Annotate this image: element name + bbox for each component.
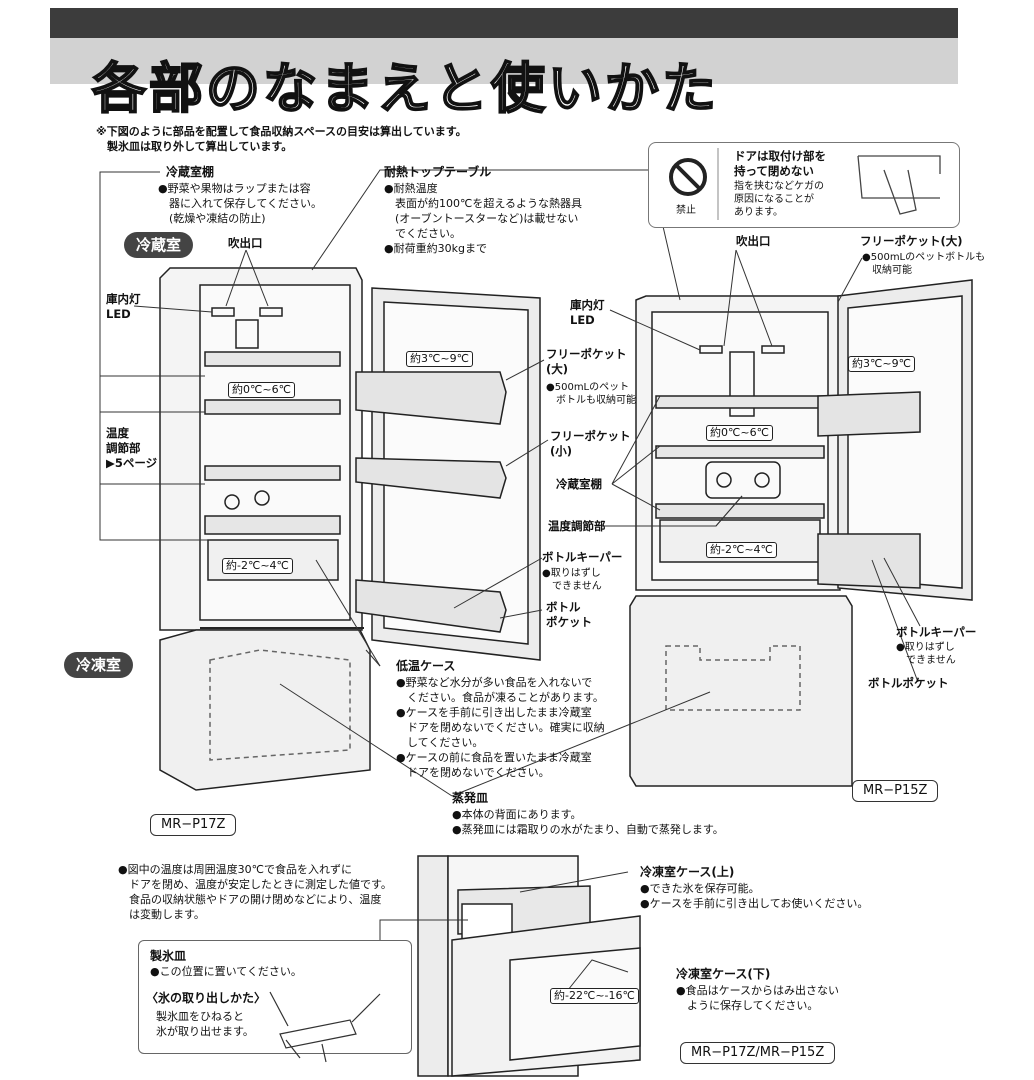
outlet-label-left: 吹出口 (228, 236, 263, 250)
prohibition-label: 禁止 (676, 205, 696, 216)
top-table-heading: 耐熱トップテーブル (384, 165, 492, 179)
temp-control-label-left: 温度 調節部 ▶5ページ (106, 426, 158, 470)
freezer-case-upper-heading: 冷凍室ケース(上) (640, 865, 735, 879)
model-label-left: MR−P17Z (150, 814, 237, 836)
temp-control-label-right: 温度調節部 (548, 519, 606, 533)
free-pocket-large-label-left: フリーポケット (大) (546, 347, 627, 376)
freezer-case-upper-body: ●できた氷を保存可能。 ●ケースを手前に引き出してお使いください。 (640, 882, 869, 910)
header-bar (50, 8, 958, 38)
evaporation-tray-body: ●本体の背面にあります。 ●蒸発皿には霜取りの水がたまり、自動で蒸発します。 (452, 808, 724, 836)
ice-tray-heading: 製氷皿 (150, 949, 187, 963)
bottle-pocket-label-right: ボトルポケット (868, 676, 949, 690)
bottle-pocket-label-left: ボトル ポケット (546, 600, 592, 629)
top-note: ※下図のように部品を配置して食品収納スペースの目安は算出しています。 製氷皿は取… (96, 125, 467, 153)
bottle-keeper-note-right: ●取りはずし できません (896, 642, 956, 666)
top-table-body: ●耐熱温度 表面が約100℃を超えるような熱器具 (オーブントースターなど)は載… (384, 182, 583, 255)
refrigerator-badge: 冷蔵室 (124, 232, 194, 258)
door-temp-left: 約3℃~9℃ (406, 351, 473, 367)
model-label-bottom: MR−P17Z/MR−P15Z (680, 1042, 836, 1064)
warning-heading: ドアは取付け部を 持って閉めない (734, 149, 826, 178)
warning-body: 指を挟むなどケガの 原因になることが あります。 (734, 181, 824, 218)
model-label-right: MR−P15Z (852, 780, 939, 802)
shelf-label-right: 冷蔵室棚 (556, 477, 602, 491)
refrigerator-shelf-heading: 冷蔵室棚 (166, 165, 215, 179)
outlet-label-right: 吹出口 (736, 234, 771, 248)
bottle-keeper-label-left: ボトルキーパー (542, 550, 623, 564)
evaporation-tray-heading: 蒸発皿 (452, 791, 489, 805)
bottle-keeper-note-left: ●取りはずし できません (542, 568, 602, 592)
shelf-temp-left: 約0℃~6℃ (228, 382, 295, 398)
bottle-keeper-label-right: ボトルキーパー (896, 625, 977, 639)
refrigerator-shelf-body: ●野菜や果物はラップまたは容 器に入れて保存してください。 (乾燥や凍結の防止) (158, 182, 323, 225)
free-pocket-large-note-left: ●500mLのペット ボトルも収納可能 (546, 382, 636, 406)
door-temp-right: 約3℃~9℃ (848, 356, 915, 372)
temperature-note: ●図中の温度は周囲温度30℃で食品を入れずに ドアを閉め、温度が安定したときに測… (118, 863, 392, 921)
freezer-case-lower-heading: 冷凍室ケース(下) (676, 967, 771, 981)
light-label-right: 庫内灯 LED (570, 298, 605, 327)
light-label-left: 庫内灯 LED (106, 292, 141, 321)
ice-removal-heading: 〈氷の取り出しかた〉 (146, 991, 267, 1005)
ice-tray-box (138, 940, 412, 1054)
freezer-case-lower-body: ●食品はケースからはみ出さない ように保存してください。 (676, 984, 840, 1012)
freezer-badge: 冷凍室 (64, 652, 134, 678)
low-temp-right: 約-2℃~4℃ (706, 542, 777, 558)
free-pocket-small-label-left: フリーポケット (小) (550, 429, 631, 458)
free-pocket-large-note-right: ●500mLのペットボトルも 収納可能 (862, 252, 986, 276)
free-pocket-large-label-right: フリーポケット(大) (860, 234, 963, 248)
title-band (50, 38, 958, 84)
ice-removal-body: 製氷皿をひねると 氷が取り出せます。 (156, 1010, 254, 1038)
freezer-temp: 約-22℃~-16℃ (550, 988, 639, 1004)
low-case-heading: 低温ケース (396, 659, 456, 673)
ice-tray-body: ●この位置に置いてください。 (150, 965, 302, 978)
low-case-body: ●野菜など水分が多い食品を入れないで ください。食品が凍ることがあります。 ●ケ… (396, 676, 605, 779)
low-temp-left: 約-2℃~4℃ (222, 558, 293, 574)
shelf-temp-right: 約0℃~6℃ (706, 425, 773, 441)
page-title: 各部のなまえと使いかた (91, 56, 719, 121)
